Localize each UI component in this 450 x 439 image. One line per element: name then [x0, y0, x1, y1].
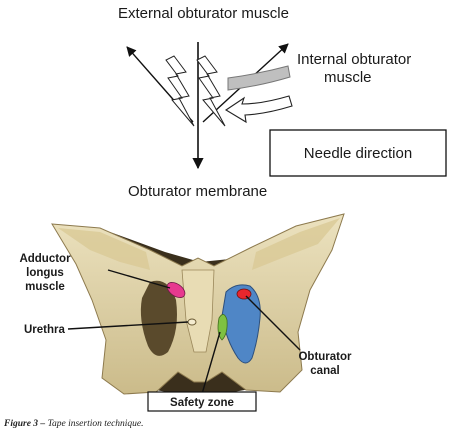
internal-obturator-label-1: Internal obturator [297, 51, 411, 68]
adductor-pointer [107, 269, 171, 289]
safety-zone-pointer [201, 331, 221, 395]
obturator-canal-label-2: canal [310, 365, 339, 377]
canal-pointer [245, 295, 301, 351]
obturator-canal-marker [236, 288, 252, 300]
right-ilium-shade [252, 218, 340, 270]
lightning-icon-left [165, 55, 195, 127]
needle-direction-box [269, 129, 447, 177]
lightning-icon-right [196, 55, 226, 127]
safety-zone-label: Safety zone [170, 397, 234, 409]
adductor-label-1: Adductor [19, 253, 71, 265]
left-ilium-shade [58, 228, 150, 270]
pelvis-illustration [51, 213, 345, 398]
safety-zone-box [147, 391, 257, 412]
obturator-foramen-blue [221, 284, 261, 364]
needle-direction-label: Needle direction [304, 145, 412, 162]
obturator-membrane-label: Obturator membrane [128, 183, 267, 200]
urethra-marker [187, 318, 197, 326]
caption-text: Tape insertion technique. [45, 419, 144, 429]
caption-label: Figure 3 – [4, 419, 46, 429]
figure-caption: Figure 3 – Tape insertion technique. [4, 419, 144, 429]
adductor-marker [166, 282, 186, 298]
external-obturator-label: External obturator muscle [118, 5, 289, 22]
internal-obturator-band [227, 65, 291, 91]
internal-obturator-label-2: muscle [324, 69, 372, 86]
safety-zone-marker [217, 314, 228, 341]
hollow-arrow-icon [224, 95, 293, 124]
adductor-label-3: muscle [25, 281, 65, 293]
urethra-label: Urethra [24, 324, 66, 336]
obturator-canal-label-1: Obturator [298, 351, 352, 363]
pubic-symphysis [181, 269, 215, 353]
left-obturator-foramen [140, 280, 177, 356]
adductor-label-2: longus [26, 267, 64, 279]
urethra-pointer [67, 321, 189, 330]
